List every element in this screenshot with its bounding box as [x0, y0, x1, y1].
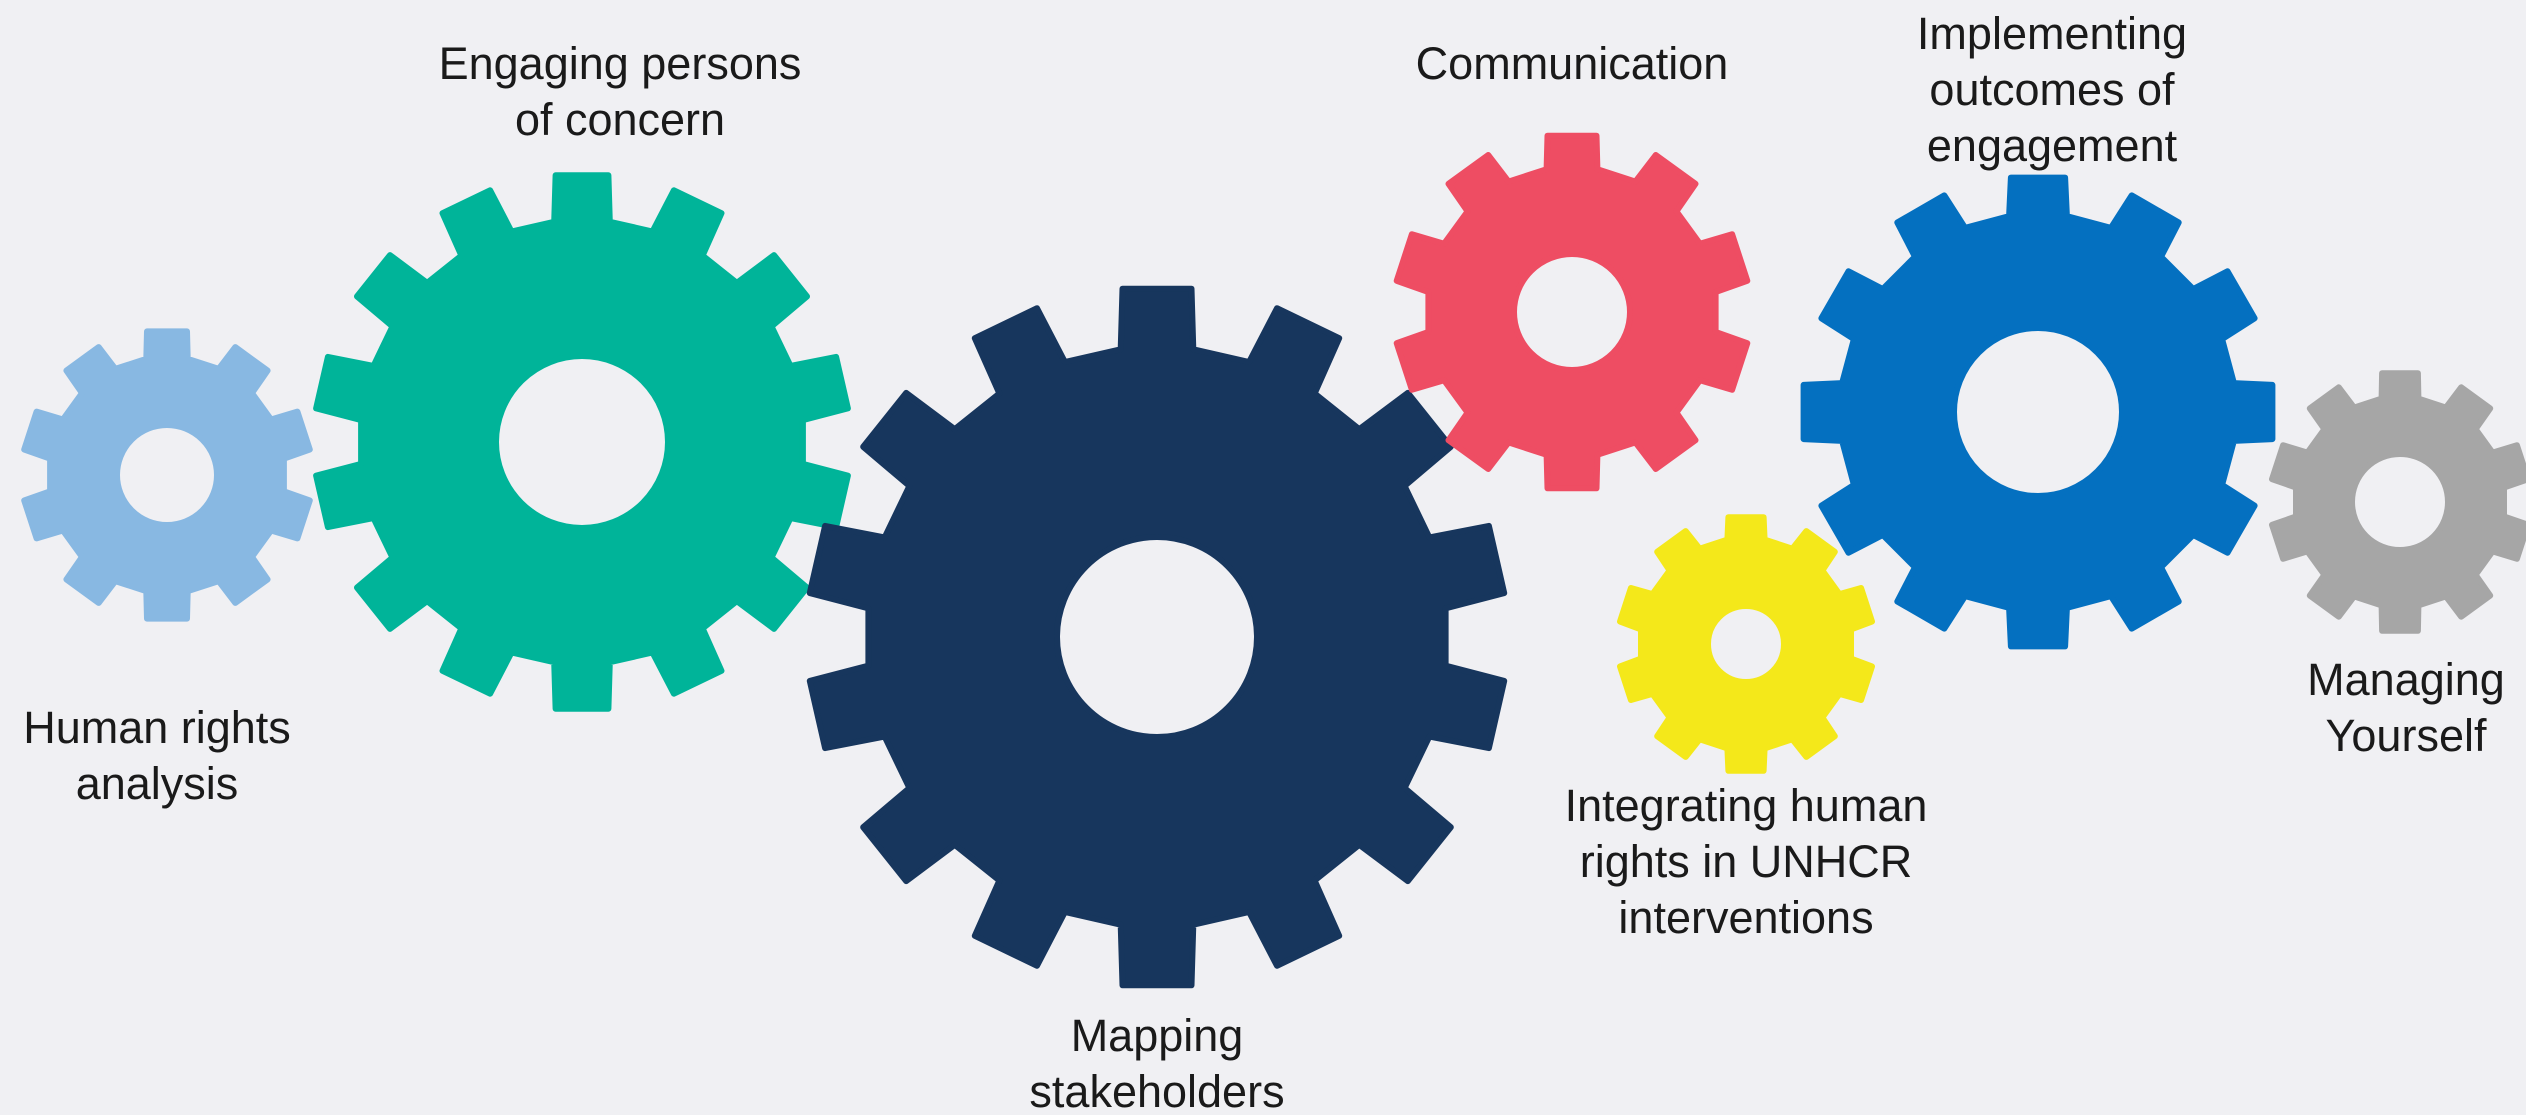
- label-line: Managing: [2307, 654, 2505, 705]
- label-managing-yourself: Managing Yourself: [2307, 652, 2505, 764]
- label-line: Implementing: [1916, 8, 2188, 59]
- label-human-rights-analysis: Human rights analysis: [23, 700, 291, 812]
- gear-communication: [1393, 132, 1751, 492]
- label-line: Communication: [1415, 38, 1729, 89]
- label-line: rights in UNHCR: [1579, 836, 1913, 887]
- gear-shape: [313, 172, 851, 712]
- label-line: outcomes of: [1929, 64, 2175, 115]
- label-line: Human rights: [23, 702, 291, 753]
- gear-shape: [21, 328, 313, 622]
- label-communication: Communication: [1416, 36, 1729, 92]
- label-line: Yourself: [2325, 710, 2487, 761]
- gear-shape: [1617, 514, 1875, 774]
- label-line: Integrating human: [1564, 780, 1928, 831]
- label-line: of concern: [514, 94, 726, 145]
- label-line: engagement: [1926, 120, 2178, 171]
- gear-shape: [2269, 370, 2526, 634]
- label-line: Engaging persons: [438, 38, 802, 89]
- label-line: Mapping: [1070, 1010, 1244, 1061]
- gear-implementing-outcomes: [1800, 174, 2276, 650]
- label-mapping-stakeholders: Mapping stakeholders: [1029, 1008, 1284, 1115]
- label-implementing-outcomes: Implementing outcomes of engagement: [1917, 6, 2187, 174]
- label-engaging-persons-of-concern: Engaging persons of concern: [439, 36, 802, 148]
- label-line: analysis: [75, 758, 239, 809]
- label-line: interventions: [1618, 892, 1874, 943]
- gear-mapping-stakeholders: [806, 285, 1508, 989]
- gear-engaging-persons-of-concern: [313, 172, 851, 712]
- gear-shape: [1393, 132, 1751, 492]
- label-line: stakeholders: [1029, 1066, 1285, 1115]
- gear-integrating-human-rights: [1617, 514, 1875, 774]
- gear-shape: [806, 285, 1508, 989]
- gear-shape: [1800, 174, 2276, 650]
- gear-managing-yourself: [2269, 370, 2526, 634]
- gear-human-rights-analysis: [21, 328, 313, 622]
- label-integrating-human-rights: Integrating human rights in UNHCR interv…: [1565, 778, 1928, 946]
